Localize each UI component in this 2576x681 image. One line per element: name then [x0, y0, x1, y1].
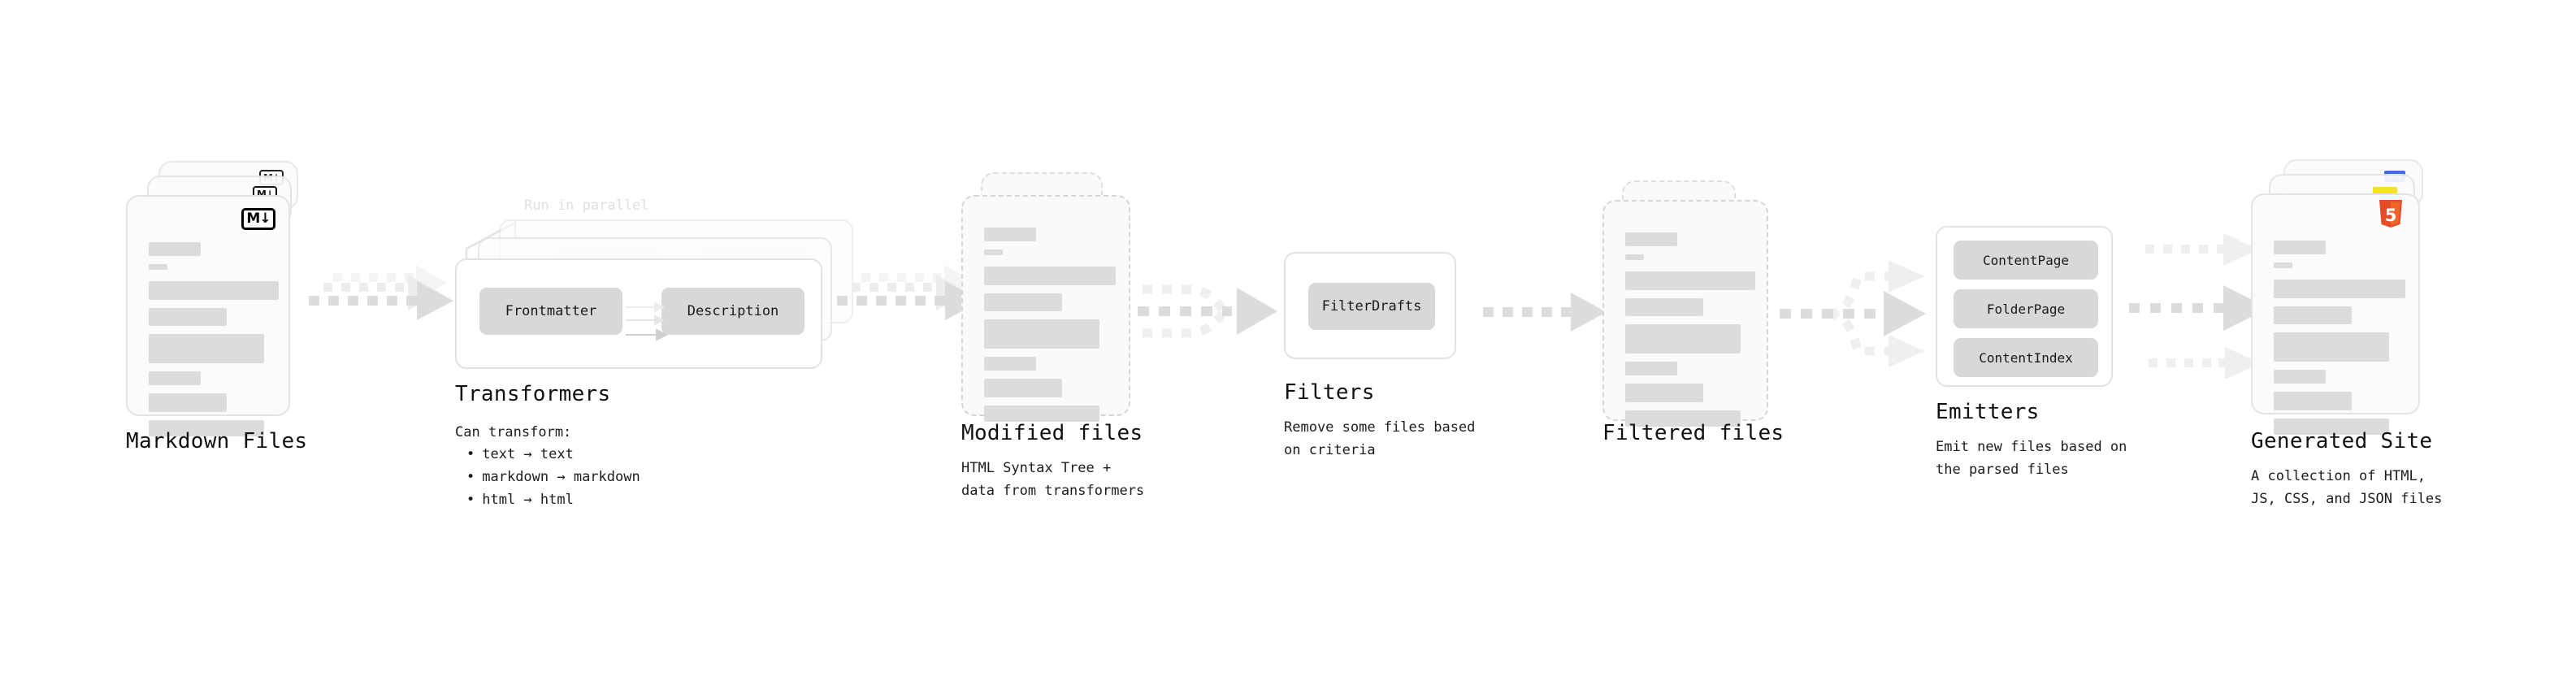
html5-shield-icon: 5 — [2379, 200, 2402, 228]
filtered-files-title: Filtered files — [1602, 421, 1785, 445]
html5-badge-digit: 5 — [2385, 206, 2397, 225]
transformer-panel-front: Frontmatter Description — [455, 258, 822, 369]
document-skeleton — [984, 228, 1116, 430]
emitter-pill-contentpage[interactable]: ContentPage — [1954, 241, 2098, 280]
filter-pill-filterdrafts[interactable]: FilterDrafts — [1308, 283, 1435, 330]
modified-card-front — [961, 195, 1130, 422]
arrow-emitters-to-site — [2129, 233, 2269, 380]
transform-list-item: text → text — [466, 443, 640, 466]
generated-site-subtitle: A collection of HTML, JS, CSS, and JSON … — [2251, 468, 2443, 508]
modified-files-title: Modified files — [961, 421, 1143, 445]
emitter-pill-folderpage[interactable]: FolderPage — [1954, 289, 2098, 328]
markdown-card-front: M↓ — [126, 195, 290, 436]
markdown-badge-label: M↓ — [246, 210, 271, 227]
html5-badge: HTML 5 — [2374, 200, 2407, 237]
transformers-bullets: text → text markdown → markdown html → h… — [455, 443, 640, 511]
emitters-subtitle: Emit new files based on the parsed files — [1936, 439, 2127, 479]
filters-title: Filters — [1284, 380, 1375, 405]
modified-files-subtitle: HTML Syntax Tree + data from transformer… — [961, 460, 1145, 500]
run-in-parallel-hint: Run in parallel — [524, 197, 649, 214]
document-skeleton — [1625, 232, 1755, 435]
emitter-pill-contentindex[interactable]: ContentIndex — [1954, 338, 2098, 377]
arrow-filtered-to-emitters — [1780, 260, 1926, 367]
filtered-card-front — [1602, 200, 1768, 427]
transform-list-item: html → html — [466, 488, 640, 511]
transform-list-item: markdown → markdown — [466, 466, 640, 488]
arrow-modified-to-filters — [1138, 284, 1277, 338]
emitters-title: Emitters — [1936, 400, 2040, 424]
document-skeleton — [2274, 241, 2405, 443]
arrow-filters-to-filtered — [1483, 293, 1607, 332]
site-card-html: HTML 5 — [2251, 193, 2420, 435]
emitters-panel: ContentPage FolderPage ContentIndex — [1936, 226, 2113, 387]
generated-site-title: Generated Site — [2251, 429, 2433, 453]
transformers-title: Transformers — [455, 382, 611, 406]
filters-panel: FilterDrafts — [1284, 252, 1456, 359]
document-skeleton — [149, 242, 279, 445]
transformers-subtitle: Can transform: — [455, 424, 572, 440]
filters-subtitle: Remove some files based on criteria — [1284, 419, 1476, 459]
markdown-badge: M↓ — [241, 208, 275, 230]
transformer-pill-description[interactable]: Description — [661, 288, 804, 335]
arrow-markdown-to-transformers — [309, 265, 453, 320]
transformer-pill-frontmatter[interactable]: Frontmatter — [479, 288, 622, 335]
transform-list: text → text markdown → markdown html → h… — [455, 443, 640, 511]
transformer-internal-arrows — [626, 301, 669, 341]
markdown-files-title: Markdown Files — [126, 429, 308, 453]
